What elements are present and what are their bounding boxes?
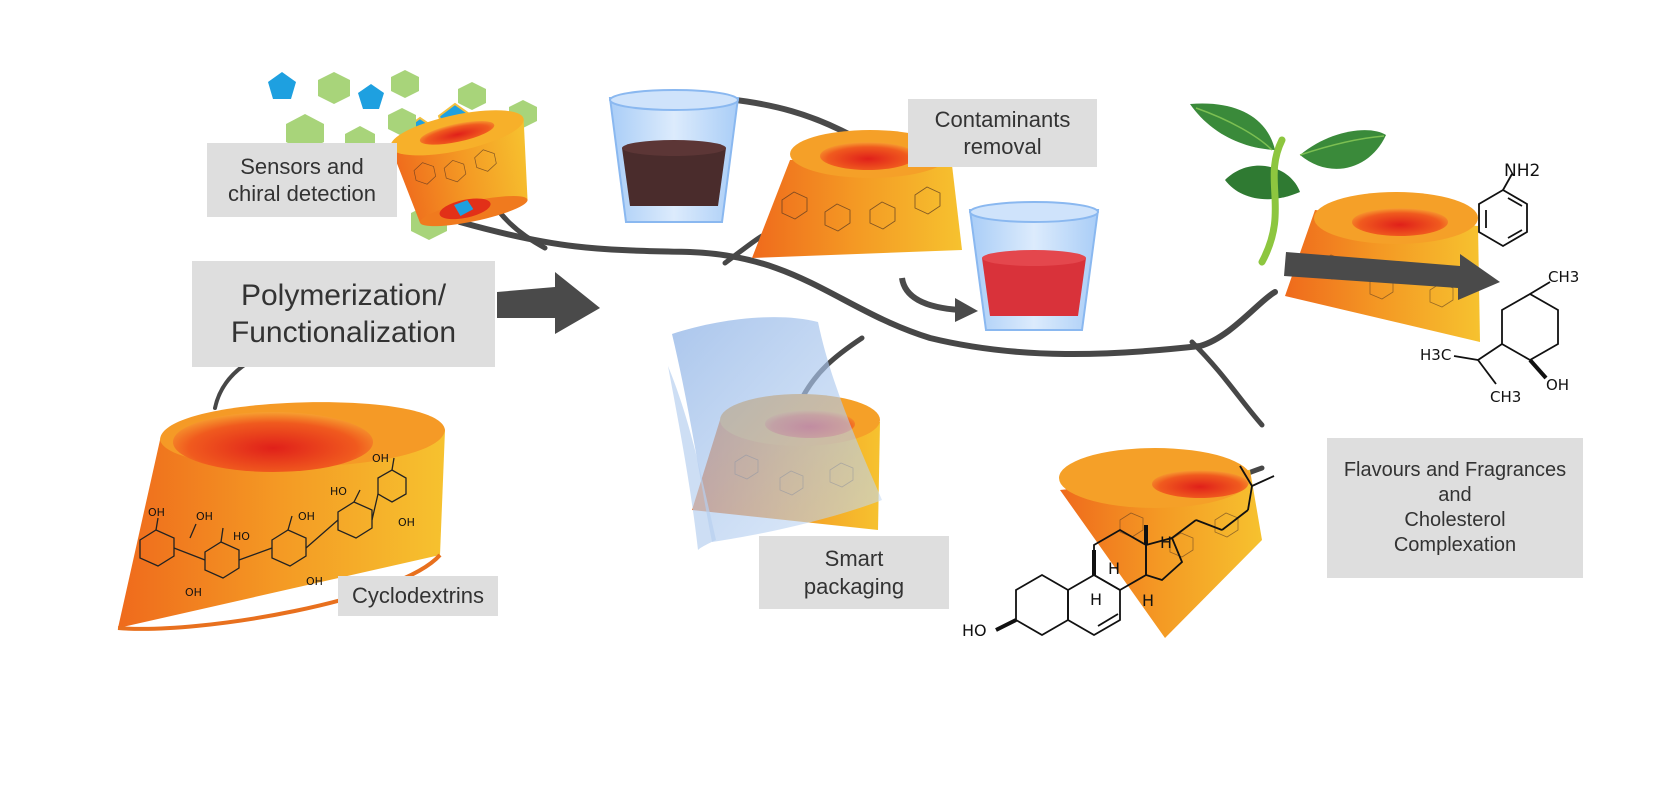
label-contaminants: Contaminants removal (908, 99, 1097, 167)
blue-pentagon-2 (358, 84, 384, 109)
aniline-molecule (1478, 173, 1528, 248)
oh-label: OH (306, 575, 323, 588)
oh-label: OH (1546, 376, 1569, 394)
green-hexagon-2 (391, 70, 419, 98)
label-cyclodextrins: Cyclodextrins (338, 576, 498, 616)
glucose-structure (139, 457, 407, 579)
ho-label: HO (330, 485, 347, 498)
cholesterol-molecule (995, 465, 1275, 637)
oh-label: OH (148, 506, 165, 519)
label-sensors: Sensors and chiral detection (207, 143, 397, 217)
main-cyclodextrin-cone: OH OH HO OH HO OH OH OH OH (117, 402, 445, 631)
h-label: H (1142, 591, 1154, 610)
oh-label: OH (185, 586, 202, 599)
h-label: H (1160, 533, 1172, 552)
green-hexagon-3 (458, 82, 486, 110)
branch-to-flavours (1189, 339, 1265, 428)
leaves (1190, 103, 1386, 266)
ho-label: HO (233, 530, 250, 543)
green-hexagon-1 (318, 72, 350, 104)
packaging-films (668, 317, 882, 550)
sensor-cone (390, 110, 528, 227)
pour-arrow-bottom-head (955, 298, 978, 322)
green-hexagon-5 (286, 114, 324, 152)
label-smart-packaging: Smart packaging (759, 536, 949, 609)
oh-label: OH (398, 516, 415, 529)
h3c-label: H3C (1420, 346, 1451, 364)
ch3-label: CH3 (1490, 388, 1521, 406)
cholesterol-cone (1059, 448, 1262, 638)
ho-label: HO (962, 621, 987, 640)
main-connector-curve (457, 219, 1278, 358)
pour-arrow-bottom (899, 277, 961, 313)
ch3-label: CH3 (1548, 268, 1579, 286)
blue-pentagon-1 (268, 72, 296, 99)
glass-with-red-liquid (968, 201, 1100, 331)
nh2-label: NH2 (1504, 161, 1540, 181)
oh-label: OH (196, 510, 213, 523)
menthol-molecule (1453, 281, 1559, 385)
branch-to-contaminants (722, 233, 765, 266)
oh-label: OH (372, 452, 389, 465)
h-label: H (1090, 590, 1102, 609)
green-hexagon-7 (388, 108, 416, 136)
oh-label: OH (298, 510, 315, 523)
h-label: H (1108, 559, 1120, 578)
label-polymerization: Polymerization/ Functionalization (192, 261, 495, 367)
glass-with-dark-liquid (608, 89, 740, 223)
label-flavours: Flavours and Fragrances and Cholesterol … (1327, 438, 1583, 578)
polymerization-arrow (497, 272, 600, 334)
through-cone-arrow (1284, 252, 1500, 300)
